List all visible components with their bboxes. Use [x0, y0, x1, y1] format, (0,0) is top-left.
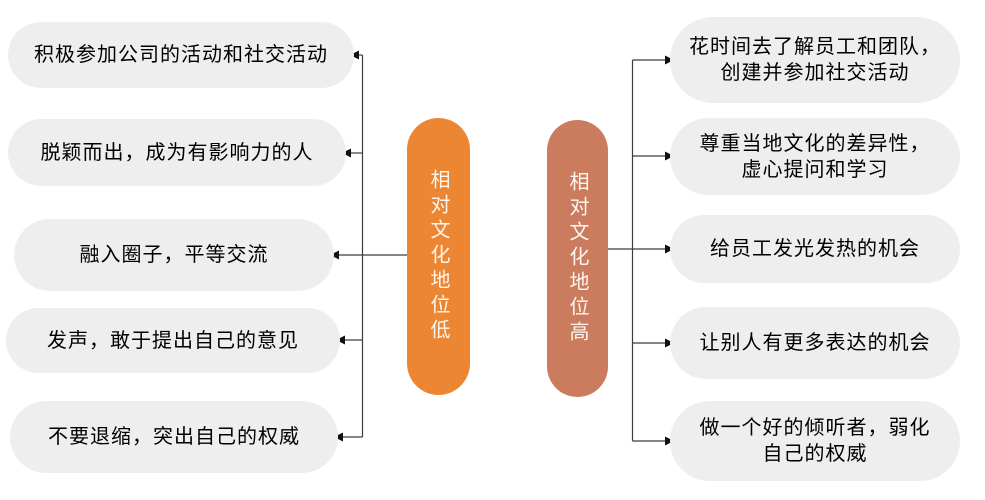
arrow-right-icon-2	[665, 151, 674, 161]
bubble-left-2-text: 脱颖而出，成为有影响力的人	[40, 141, 314, 164]
bubble-right-5-text: 做一个好的倾听者，弱化	[699, 417, 931, 439]
arrow-left-icon-4	[336, 335, 345, 345]
bubble-right-3-text: 给员工发光发热的机会	[710, 238, 920, 260]
bubble-right-2-text: 尊重当地文化的差异性，	[699, 132, 931, 155]
bubble-left-4-text: 发声，敢于提出自己的意见	[47, 329, 299, 352]
bubble-right-1: 花时间去了解员工和团队，创建并参加社交活动	[670, 17, 960, 103]
arrow-right-icon-3	[665, 244, 674, 254]
node-relative-cultural-status-low: 相对文化地位低	[407, 118, 470, 395]
bubble-right-4-text: 让别人有更多表达的机会	[699, 332, 931, 354]
node-relative-cultural-status-high: 相对文化地位高	[547, 120, 608, 397]
bubble-right-3: 给员工发光发热的机会	[670, 215, 960, 283]
bubble-right-1-text: 花时间去了解员工和团队，	[689, 36, 941, 58]
arrow-right-icon-1	[665, 55, 674, 65]
bubble-right-2: 尊重当地文化的差异性，虚心提问和学习	[670, 118, 960, 195]
bubble-left-2: 脱颖而出，成为有影响力的人	[8, 119, 346, 186]
arrow-right-icon-4	[665, 338, 674, 348]
bubble-left-1: 积极参加公司的活动和社交活动	[8, 22, 354, 88]
arrow-left-icon-2	[342, 148, 351, 158]
arrow-left-icon-3	[330, 250, 339, 260]
bubble-left-4: 发声，敢于提出自己的意见	[6, 308, 340, 373]
bubble-right-5: 做一个好的倾听者，弱化自己的权威	[670, 401, 960, 481]
bubble-right-4: 让别人有更多表达的机会	[670, 307, 960, 379]
bubble-left-1-text: 积极参加公司的活动和社交活动	[34, 44, 328, 66]
node-high-label: 相对文化地位高	[566, 171, 588, 346]
bubble-left-5-text: 不要退缩，突出自己的权威	[48, 426, 300, 448]
bubble-left-3: 融入圈子，平等交流	[14, 219, 334, 291]
arrow-right-icon-5	[665, 436, 674, 446]
arrow-left-icon-5	[334, 432, 343, 442]
node-low-label: 相对文化地位低	[427, 169, 449, 344]
bubble-left-5: 不要退缩，突出自己的权威	[10, 401, 338, 473]
bubble-left-3-text: 融入圈子，平等交流	[79, 244, 269, 266]
arrow-left-icon-1	[350, 50, 359, 60]
